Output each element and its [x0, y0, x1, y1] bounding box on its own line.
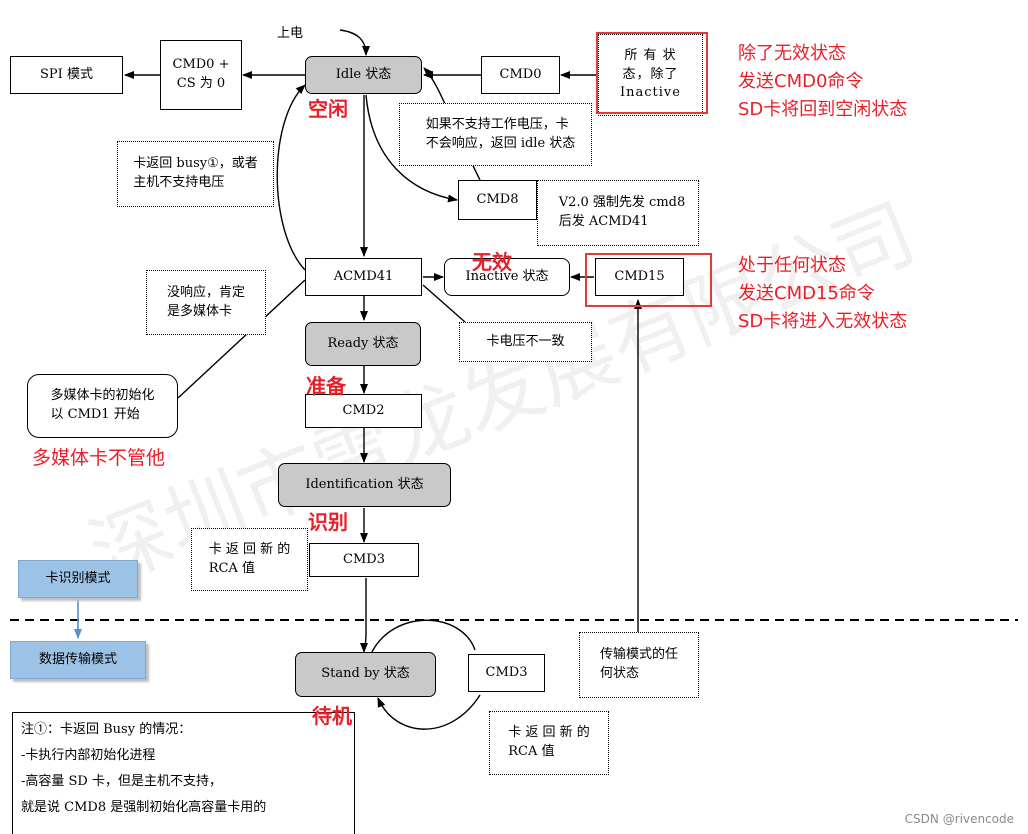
csdn-credit: CSDN @rivencode — [904, 812, 1014, 826]
invalid-cn-label: 无效 — [472, 250, 512, 274]
identify-cn-label: 识别 — [308, 510, 348, 534]
card-id-mode: 卡识别模式 — [18, 560, 138, 598]
footnote-line2: -高容量 SD 卡，但是主机不支持， — [21, 774, 222, 789]
cmd3-box-b: CMD3 — [468, 654, 545, 692]
mmc-init-note: 多媒体卡的初始化 以 CMD1 开始 — [27, 374, 178, 438]
busy-footnote: 注①：卡返回 Busy 的情况： -卡执行内部初始化进程 -高容量 SD 卡，但… — [12, 712, 355, 834]
v20-note: V2.0 强制先发 cmd8 后发 ACMD41 — [537, 180, 699, 246]
cmd15-note-line2: 发送CMD15命令 — [738, 283, 875, 304]
cmd3-box-a: CMD3 — [309, 543, 419, 577]
footnote-line3: 就是说 CMD8 是强制初始化高容量卡用的 — [21, 800, 267, 815]
cmd0-note-line2: 发送CMD0命令 — [738, 71, 864, 92]
cmd8-box: CMD8 — [458, 180, 537, 220]
no-support-note: 如果不支持工作电压，卡 不会响应，返回 idle 状态 — [399, 103, 592, 166]
cmd15-highlight — [585, 253, 712, 307]
voltage-mismatch-note: 卡电压不一致 — [459, 322, 592, 362]
cmd0-note-line1: 除了无效状态 — [738, 43, 846, 64]
cmd15-note-line3: SD卡将进入无效状态 — [738, 311, 908, 332]
busy-note: 卡返回 busy①，或者 主机不支持电压 — [117, 141, 274, 207]
power-on-label: 上电 — [277, 26, 304, 41]
ready-cn-label: 准备 — [306, 374, 346, 398]
identification-state: Identification 状态 — [278, 463, 451, 507]
cmd0-cs-box: CMD0 + CS 为 0 — [160, 40, 242, 110]
cmd0-highlight — [596, 32, 708, 114]
line-acmd41-mmc — [177, 279, 306, 399]
arrow-standby-loop — [371, 619, 476, 653]
mmc-ignore-label: 多媒体卡不管他 — [32, 447, 166, 469]
data-transfer-mode: 数据传输模式 — [10, 641, 146, 679]
cmd0-box: CMD0 — [481, 56, 560, 94]
transfer-any-note: 传输模式的任 何状态 — [579, 632, 699, 698]
acmd41-box: ACMD41 — [305, 258, 422, 296]
footnote-title: 注①：卡返回 Busy 的情况： — [21, 722, 192, 737]
standby-cn-label: 待机 — [312, 704, 352, 728]
idle-cn-label: 空闲 — [308, 97, 348, 121]
ready-state: Ready 状态 — [305, 322, 421, 366]
arrow-standby-loop-return — [377, 694, 481, 730]
idle-state: Idle 状态 — [305, 56, 422, 94]
arrow-idle-to-cmd8 — [365, 94, 458, 203]
cmd0-note-line3: SD卡将回到空闲状态 — [738, 99, 908, 120]
any-state-box: 所 有 状 态，除了 Inactive — [598, 34, 703, 116]
spi-mode-box: SPI 模式 — [10, 56, 123, 94]
arrow-acmd41-to-idle — [276, 84, 306, 271]
no-response-note: 没响应，肯定 是多媒体卡 — [146, 270, 266, 335]
footnote-line1: -卡执行内部初始化进程 — [21, 748, 156, 763]
arrow-cmd3-to-standby — [360, 578, 369, 653]
standby-state: Stand by 状态 — [295, 652, 436, 697]
cmd2-box: CMD2 — [305, 394, 422, 428]
line-acmd41-voltage — [422, 284, 466, 323]
cmd15-box: CMD15 — [595, 258, 684, 296]
inactive-state: Inactive 状态 — [444, 258, 570, 296]
rca-note-b: 卡 返 回 新 的 RCA 值 — [489, 711, 609, 775]
arrow-power-on — [339, 29, 370, 56]
rca-note-a: 卡 返 回 新 的 RCA 值 — [191, 528, 308, 591]
cmd15-note-line1: 处于任何状态 — [738, 255, 846, 276]
